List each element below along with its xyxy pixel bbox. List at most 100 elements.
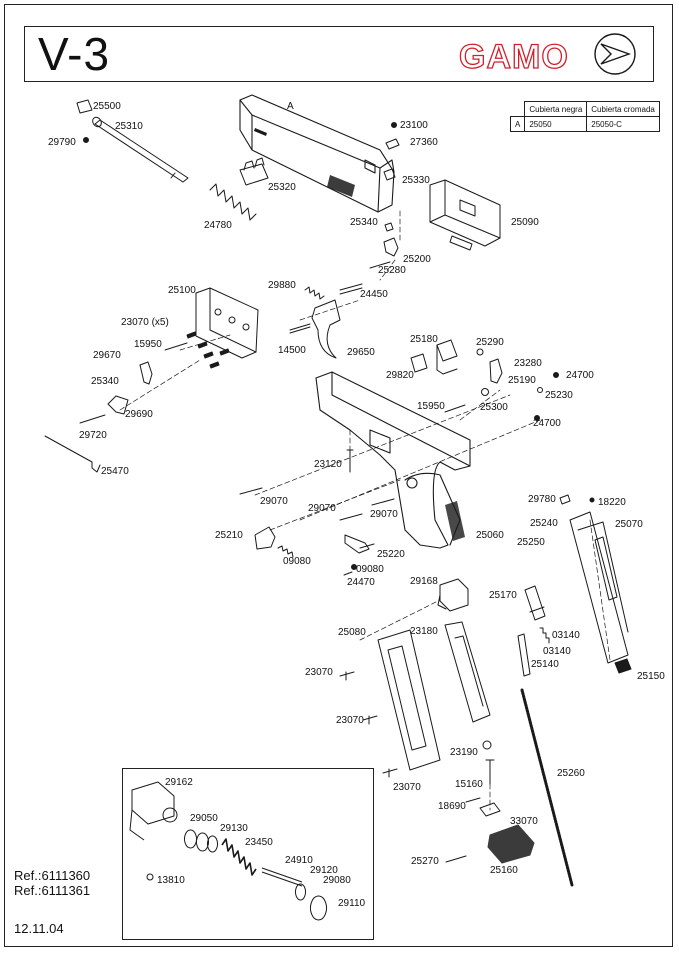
- part-25180: [436, 339, 458, 375]
- label-23070b: 23070: [336, 715, 364, 726]
- part-14500-pin: [289, 323, 311, 334]
- label-29880: 29880: [268, 280, 296, 291]
- label-25070: 25070: [615, 519, 643, 530]
- label-13810: 13810: [157, 875, 185, 886]
- gamo-logo-text: GAMO: [459, 38, 569, 76]
- part-25170: [524, 585, 546, 621]
- part-29670: [139, 361, 153, 385]
- label-25060: 25060: [476, 530, 504, 541]
- part-13810: [146, 873, 154, 881]
- label-25160: 25160: [490, 865, 518, 876]
- label-15950a: 15950: [134, 339, 162, 350]
- label-25230: 25230: [545, 390, 573, 401]
- label-09080a: 09080: [283, 556, 311, 567]
- part-25220: [344, 534, 375, 554]
- part-25080-grip: [377, 629, 441, 771]
- label-09080b: 09080: [356, 564, 384, 575]
- part-29720: [79, 414, 106, 424]
- label-18220: 18220: [598, 497, 626, 508]
- label-25150: 25150: [637, 671, 665, 682]
- part-29168: [437, 578, 469, 612]
- label-29168: 29168: [410, 576, 438, 587]
- label-14500: 14500: [278, 345, 306, 356]
- versions-table: Cubierta negra Cubierta cromada A 25050 …: [509, 101, 660, 132]
- label-25300: 25300: [480, 402, 508, 413]
- reference-2: Ref.:6111361: [14, 883, 91, 898]
- label-23180: 23180: [410, 626, 438, 637]
- part-29162: [129, 781, 175, 841]
- part-25200: [383, 237, 399, 257]
- gamo-logo: GAMO: [458, 33, 636, 77]
- part-25330: [383, 168, 396, 181]
- part-23450-spring: [221, 838, 257, 876]
- label-29130: 29130: [220, 823, 248, 834]
- part-15160: [485, 759, 495, 785]
- label-29790: 29790: [48, 137, 76, 148]
- part-25500: [76, 99, 93, 114]
- part-24700b: [534, 415, 540, 421]
- label-25170: 25170: [489, 590, 517, 601]
- label-29070b: 29070: [308, 503, 336, 514]
- label-29820: 29820: [386, 370, 414, 381]
- label-29080: 29080: [323, 875, 351, 886]
- part-29650-trigger: [311, 299, 341, 359]
- label-24450: 24450: [360, 289, 388, 300]
- label-15950b: 15950: [417, 401, 445, 412]
- label-03140b: 03140: [543, 646, 571, 657]
- label-25220: 25220: [377, 549, 405, 560]
- part-29780: [559, 494, 571, 505]
- label-25080: 25080: [338, 627, 366, 638]
- part-25310-barrel: [92, 116, 189, 183]
- label-23100: 23100: [400, 120, 428, 131]
- label-29162: 29162: [165, 777, 193, 788]
- label-03140a: 03140: [552, 630, 580, 641]
- part-23120: [346, 449, 354, 473]
- label-29690: 29690: [125, 409, 153, 420]
- label-29050: 29050: [190, 813, 218, 824]
- part-24450-pin: [339, 283, 363, 295]
- part-29110: [310, 895, 327, 921]
- label-29120: 29120: [310, 865, 338, 876]
- label-25280: 25280: [378, 265, 406, 276]
- label-29070c: 29070: [370, 509, 398, 520]
- label-29070a: 29070: [260, 496, 288, 507]
- part-15950a: [164, 342, 188, 351]
- label-25310: 25310: [115, 121, 143, 132]
- part-29820: [410, 353, 428, 373]
- label-23120: 23120: [314, 459, 342, 470]
- label-25190: 25190: [508, 375, 536, 386]
- part-25150: [614, 658, 632, 674]
- label-25250: 25250: [517, 537, 545, 548]
- title-box: [24, 26, 654, 82]
- part-25290: [476, 348, 484, 356]
- slide-label: A: [287, 101, 294, 112]
- part-23070a: [339, 671, 355, 681]
- part-25320: [239, 157, 269, 186]
- part-25340a: [384, 222, 394, 232]
- part-33070: [479, 802, 501, 817]
- part-18220: [589, 497, 595, 503]
- label-27360: 27360: [410, 137, 438, 148]
- part-25270: [445, 855, 467, 863]
- part-24700a: [553, 372, 559, 378]
- part-03140: [539, 627, 550, 644]
- drawing-date: 12.11.04: [14, 921, 64, 936]
- label-25200: 25200: [403, 254, 431, 265]
- part-25280: [369, 261, 391, 269]
- label-25470: 25470: [101, 466, 129, 477]
- label-24700a: 24700: [566, 370, 594, 381]
- label-25260: 25260: [557, 768, 585, 779]
- part-29070a: [239, 487, 263, 495]
- versions-chrome-code: 25050-C: [586, 116, 660, 132]
- part-18690: [465, 797, 481, 803]
- part-29070c: [371, 498, 395, 506]
- part-23070-screws: [186, 331, 230, 369]
- part-24780-spring: [209, 183, 257, 221]
- label-29780: 29780: [528, 494, 556, 505]
- label-29720: 29720: [79, 430, 107, 441]
- part-25230: [537, 387, 543, 393]
- part-23190: [482, 740, 492, 750]
- part-15950b: [444, 404, 466, 413]
- part-09080a: [277, 545, 294, 558]
